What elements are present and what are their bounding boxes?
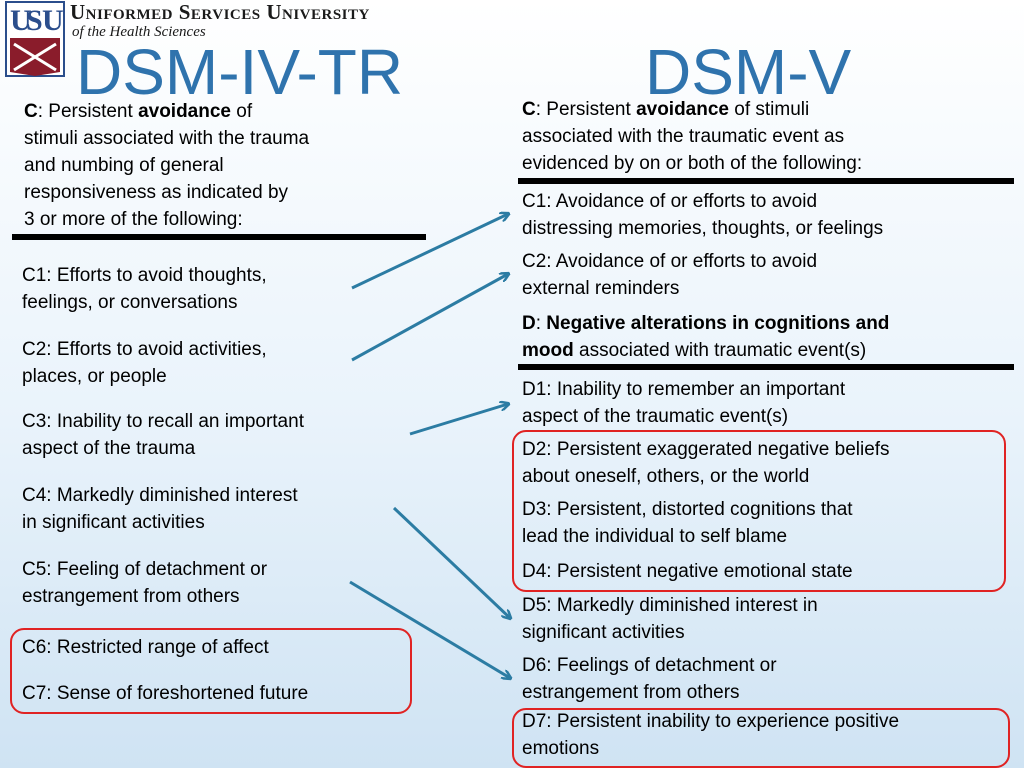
d2-d4-highlight-box <box>512 430 1006 592</box>
item-line: C3: Inability to recall an important <box>22 411 304 432</box>
item-line: C2: Avoidance of or efforts to avoid <box>522 251 818 272</box>
item-line: significant activities <box>522 622 685 643</box>
item-line: D7: Persistent inability to experience p… <box>522 711 900 732</box>
dsm-v-title: DSM-V <box>645 36 852 108</box>
intro-bold: Negative alterations in cognitions and <box>546 313 890 334</box>
right-divider-d <box>518 364 1014 370</box>
svg-text:U: U <box>10 4 32 37</box>
intro-bold: avoidance <box>138 101 231 122</box>
item-line: lead the individual to self blame <box>522 526 788 547</box>
arrow-c2-to-c2 <box>351 274 508 362</box>
item-line: estrangement from others <box>22 586 240 607</box>
right-item-c2: C2: Avoidance of or efforts to avoid ext… <box>522 248 817 302</box>
left-item-c5: C5: Feeling of detachment or estrangemen… <box>22 556 267 610</box>
item-line: aspect of the trauma <box>22 438 196 459</box>
right-item-d6: D6: Feelings of detachment or estrangeme… <box>522 652 777 706</box>
right-item-d3: D3: Persistent, distorted cognitions tha… <box>522 496 853 550</box>
intro-bold: mood <box>522 340 574 361</box>
arrow-c1-to-c1 <box>351 214 508 290</box>
left-item-c1: C1: Efforts to avoid thoughts, feelings,… <box>22 262 267 316</box>
intro-text: of stimuli <box>729 99 810 120</box>
intro-text: of <box>231 101 253 122</box>
svg-text:U: U <box>42 4 64 37</box>
right-item-d2: D2: Persistent exaggerated negative beli… <box>522 436 890 490</box>
item-line: estrangement from others <box>522 682 740 703</box>
left-intro: C: Persistent avoidance of stimuli assoc… <box>24 98 309 233</box>
criterion-letter: D <box>522 313 536 334</box>
intro-line: evidenced by on or both of the following… <box>522 153 863 174</box>
university-name: Uniformed Services University <box>70 0 370 24</box>
item-line: external reminders <box>522 278 680 299</box>
left-item-c6: C6: Restricted range of affect <box>22 637 269 658</box>
intro-line: and numbing of general <box>24 155 224 176</box>
university-logo: U S U <box>4 0 66 78</box>
right-item-d7: D7: Persistent inability to experience p… <box>522 708 899 762</box>
left-item-c3: C3: Inability to recall an important asp… <box>22 408 304 462</box>
right-divider-c <box>518 178 1014 184</box>
item-line: C1: Efforts to avoid thoughts, <box>22 265 267 286</box>
item-line: aspect of the traumatic event(s) <box>522 406 789 427</box>
dsm-iv-tr-title: DSM-IV-TR <box>76 36 404 108</box>
item-line: C1: Avoidance of or efforts to avoid <box>522 191 818 212</box>
criterion-letter: C <box>522 99 536 120</box>
intro-text: associated with traumatic event(s) <box>573 340 867 361</box>
university-subtitle: of the Health Sciences <box>72 24 206 40</box>
intro-line: responsiveness as indicated by <box>24 182 289 203</box>
intro-line: stimuli associated with the trauma <box>24 128 310 149</box>
intro-text: : Persistent <box>535 99 637 120</box>
intro-text: : Persistent <box>37 101 139 122</box>
item-line: in significant activities <box>22 512 205 533</box>
item-line: C5: Feeling of detachment or <box>22 559 268 580</box>
item-line: D2: Persistent exaggerated negative beli… <box>522 439 890 460</box>
item-line: places, or people <box>22 366 167 387</box>
right-item-c1: C1: Avoidance of or efforts to avoid dis… <box>522 188 883 242</box>
left-item-c2: C2: Efforts to avoid activities, places,… <box>22 336 267 390</box>
criterion-letter: C <box>24 101 38 122</box>
item-line: D3: Persistent, distorted cognitions tha… <box>522 499 853 520</box>
intro-bold: avoidance <box>636 99 729 120</box>
item-line: feelings, or conversations <box>22 292 238 313</box>
intro-line: 3 or more of the following: <box>24 209 243 230</box>
right-item-d1: D1: Inability to remember an important a… <box>522 376 845 430</box>
d7-highlight-box <box>512 708 1010 768</box>
right-d-intro: D: Negative alterations in cognitions an… <box>522 310 889 364</box>
item-line: D5: Markedly diminished interest in <box>522 595 818 616</box>
left-divider <box>12 234 426 240</box>
item-line: C2: Efforts to avoid activities, <box>22 339 267 360</box>
item-line: D1: Inability to remember an important <box>522 379 846 400</box>
arrow-c5-to-d6 <box>349 580 510 678</box>
item-line: emotions <box>522 738 600 759</box>
arrow-c4-to-d5 <box>392 506 510 618</box>
svg-text:S: S <box>26 4 43 37</box>
left-item-c4: C4: Markedly diminished interest in sign… <box>22 482 298 536</box>
left-item-c7: C7: Sense of foreshortened future <box>22 683 309 704</box>
intro-text: : <box>535 313 547 334</box>
intro-line: associated with the traumatic event as <box>522 126 845 147</box>
item-line: C4: Markedly diminished interest <box>22 485 298 506</box>
right-intro: C: Persistent avoidance of stimuli assoc… <box>522 96 862 177</box>
right-item-d4: D4: Persistent negative emotional state <box>522 561 853 582</box>
c6-c7-highlight-box <box>10 628 412 714</box>
item-line: about oneself, others, or the world <box>522 466 810 487</box>
arrow-c3-to-d1 <box>409 404 508 436</box>
right-item-d5: D5: Markedly diminished interest in sign… <box>522 592 818 646</box>
item-line: D6: Feelings of detachment or <box>522 655 777 676</box>
item-line: distressing memories, thoughts, or feeli… <box>522 218 884 239</box>
